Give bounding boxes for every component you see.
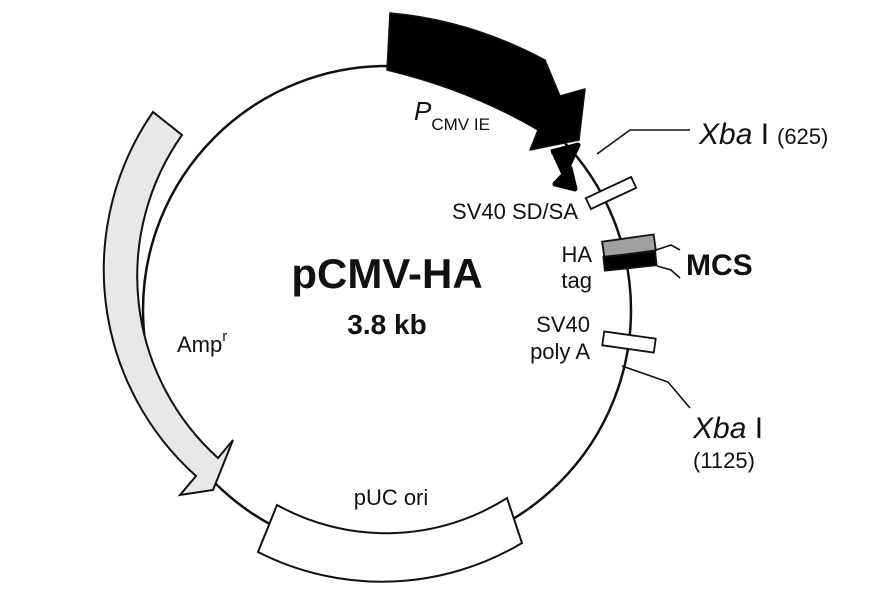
xba1-bottom-position: (1125) xyxy=(693,448,755,473)
mcs-label: MCS xyxy=(686,249,753,282)
xba1-bottom-label: Xba I xyxy=(692,412,763,445)
ha-tag-label-line2: tag xyxy=(561,268,592,293)
promoter-label: PCMV IE xyxy=(414,96,490,134)
sv40-polya-label-line1: SV40 xyxy=(536,312,590,337)
xba1-bottom-enzyme: Xba xyxy=(692,412,746,445)
puc-ori-label: pUC ori xyxy=(354,485,429,510)
cmv-promoter-arrow xyxy=(386,12,586,151)
amp-label-text: Amp xyxy=(177,332,222,357)
amp-resistance-arrow xyxy=(102,110,234,497)
mcs-box xyxy=(602,250,658,272)
plasmid-size: 3.8 kb xyxy=(347,309,426,340)
promoter-label-italic: P xyxy=(414,96,432,126)
xba1-top-position: (625) xyxy=(777,124,828,149)
xba1-top-numeral: I xyxy=(752,118,769,151)
amp-label-superscript: r xyxy=(222,328,227,345)
plasmid-name: pCMV-HA xyxy=(291,250,482,297)
sv40-polya-label-line2: poly A xyxy=(530,339,590,364)
xba1-top-leader xyxy=(596,129,690,155)
amp-label: Ampr xyxy=(177,328,227,357)
mcs-connector xyxy=(655,244,681,279)
sv40-sdsa-box xyxy=(584,175,638,211)
transcription-start-icon xyxy=(550,142,581,192)
sv40-polya-box xyxy=(601,330,657,354)
xba1-top-label: Xba I xyxy=(698,118,769,151)
xba1-bottom-numeral: I xyxy=(746,412,763,445)
ha-tag-label-line1: HA xyxy=(561,242,592,267)
puc-ori-feature xyxy=(256,496,524,583)
sv40-sdsa-label: SV40 SD/SA xyxy=(452,199,578,224)
xba1-top-enzyme: Xba xyxy=(698,118,752,151)
xba1-bottom-leader xyxy=(621,365,691,409)
promoter-label-subscript: CMV IE xyxy=(431,115,490,134)
